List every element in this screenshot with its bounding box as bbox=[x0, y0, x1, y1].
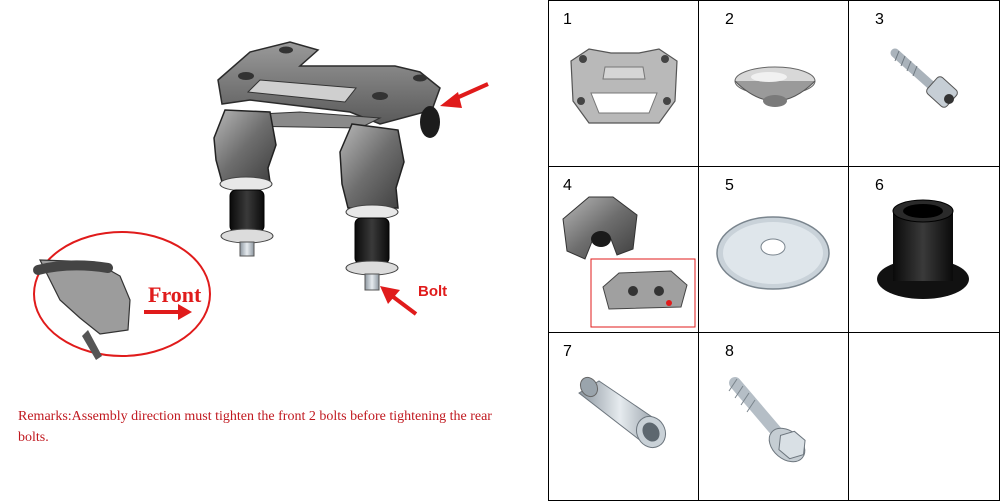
parts-grid: 1 2 3 bbox=[548, 0, 1000, 501]
part-cell-3: 3 bbox=[849, 1, 1000, 167]
front-detail-circle bbox=[33, 231, 211, 360]
part-cell-empty bbox=[849, 333, 1000, 501]
part-number: 3 bbox=[875, 11, 884, 28]
part-cell-8: 8 bbox=[699, 333, 849, 501]
part-number: 7 bbox=[563, 343, 572, 360]
assembly-illustration bbox=[33, 41, 489, 360]
spacer-sleeve-image bbox=[578, 376, 667, 449]
part-number: 6 bbox=[875, 177, 884, 194]
washer-image bbox=[716, 216, 830, 290]
part-cell-5: 5 bbox=[699, 167, 849, 333]
flange-hex-bolt-image bbox=[728, 377, 806, 463]
dome-cap-image bbox=[734, 66, 816, 107]
part-number: 2 bbox=[725, 11, 734, 28]
remarks-text: Remarks:Assembly direction must tighten … bbox=[18, 409, 492, 445]
part-cell-7: 7 bbox=[549, 333, 699, 501]
rubber-bushing-image bbox=[877, 199, 969, 299]
part-cell-2: 2 bbox=[699, 1, 849, 167]
front-label: Front bbox=[148, 282, 202, 307]
part-number: 5 bbox=[725, 177, 734, 194]
part-number: 1 bbox=[563, 11, 572, 28]
bolt-arrow bbox=[380, 286, 418, 316]
assembly-panel: Front Bolt Remarks:Assembly direction mu… bbox=[18, 41, 492, 445]
clamp-arrow bbox=[440, 82, 489, 108]
right-riser bbox=[339, 123, 405, 291]
left-riser bbox=[213, 109, 277, 257]
clamp-and-assembly-image bbox=[562, 196, 696, 328]
part-cell-1: 1 bbox=[549, 1, 699, 167]
top-clamp-plate-image bbox=[570, 48, 678, 124]
part-number: 4 bbox=[563, 177, 572, 194]
part-number: 8 bbox=[725, 343, 734, 360]
part-cell-4: 4 bbox=[549, 167, 699, 333]
bolt-label: Bolt bbox=[418, 283, 448, 300]
top-plate bbox=[217, 41, 441, 138]
socket-head-bolt-image bbox=[890, 48, 958, 108]
part-cell-6: 6 bbox=[849, 167, 1000, 333]
